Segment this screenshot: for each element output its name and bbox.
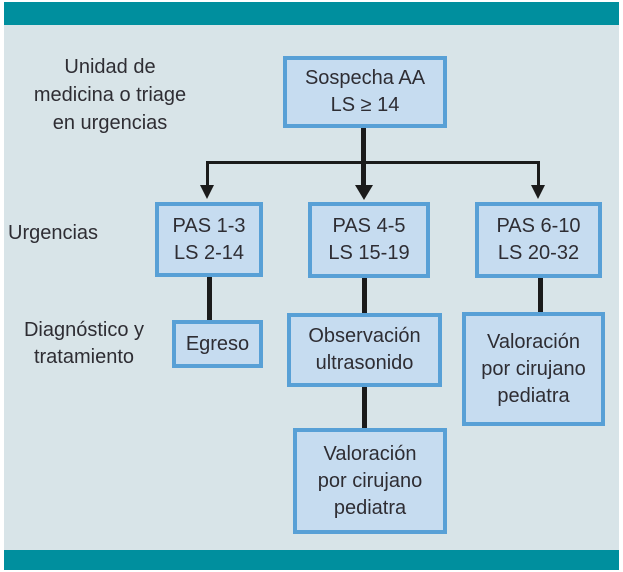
arrowhead-middle-icon	[355, 185, 373, 200]
connector-root-stub	[361, 127, 366, 187]
node-valoracion-cirujano-derecha: Valoración por cirujano pediatra	[462, 312, 605, 426]
connector-pas3-valoracion	[538, 277, 543, 314]
stage-label-urgencias: Urgencias	[8, 222, 99, 244]
stage-label-triage: Unidad de medicina o triage en urgencias	[33, 56, 187, 134]
bottom-teal-bar	[4, 550, 619, 570]
connector-branch-right	[537, 161, 540, 186]
node-sospecha-aa: Sospecha AA LS ≥ 14	[283, 56, 447, 128]
stage-label-diagnostico: Diagnóstico y tratamiento	[23, 319, 145, 368]
node-pas-6-10: PAS 6-10 LS 20-32	[475, 202, 602, 278]
connector-observacion-valoracion	[362, 386, 367, 430]
connector-pas2-observacion	[362, 277, 367, 315]
node-egreso: Egreso	[172, 320, 263, 368]
arrowhead-left-icon	[200, 185, 214, 199]
connector-branch-left	[206, 161, 209, 186]
node-observacion-ultrasonido: Observación ultrasonido	[287, 313, 442, 387]
node-pas-4-5: PAS 4-5 LS 15-19	[308, 202, 430, 278]
node-pas-1-3: PAS 1-3 LS 2-14	[155, 202, 263, 277]
connector-pas1-egreso	[207, 276, 212, 322]
connector-branch-horizontal	[206, 161, 539, 164]
node-valoracion-cirujano-media: Valoración por cirujano pediatra	[293, 428, 447, 534]
top-teal-bar	[4, 2, 619, 25]
arrowhead-right-icon	[531, 185, 545, 199]
